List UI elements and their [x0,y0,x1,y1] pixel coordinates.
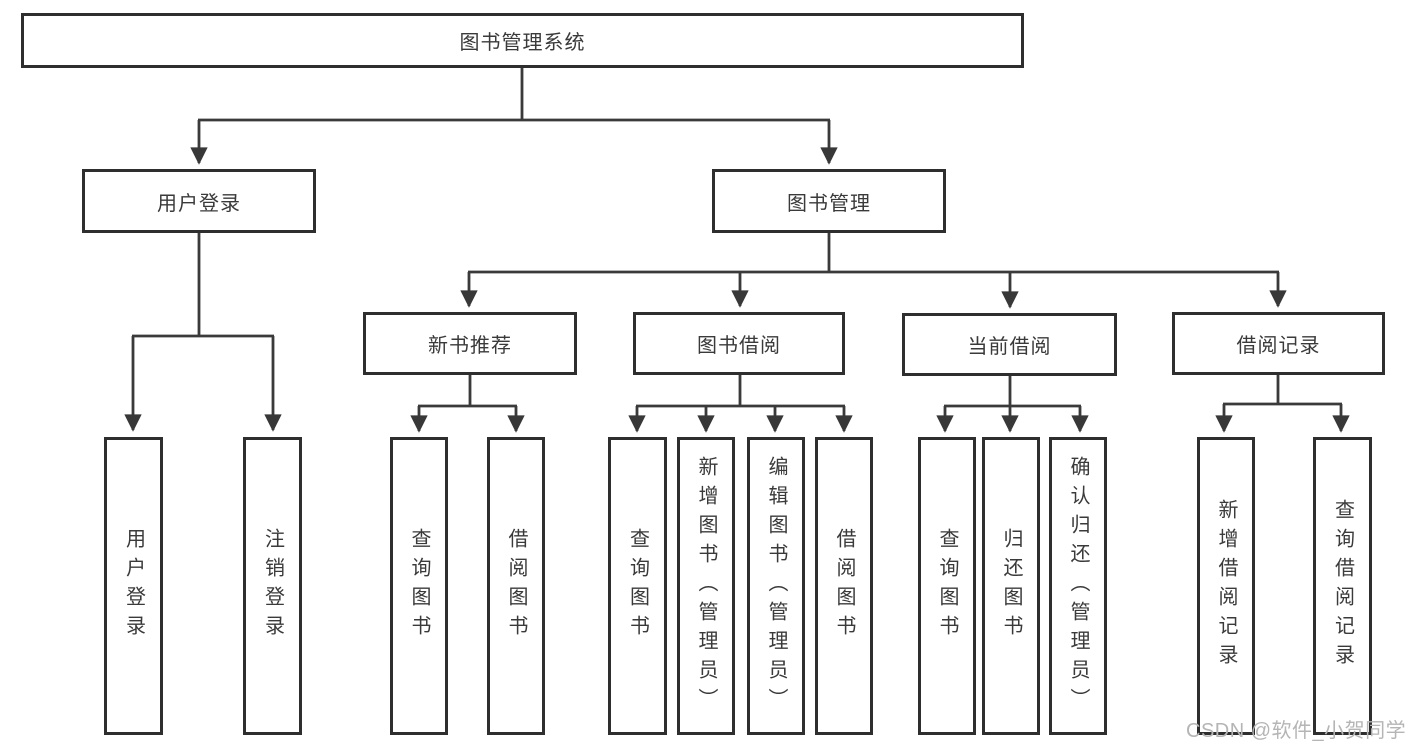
leaf-query-books-recommend-label: 查询图书 [408,528,430,644]
leaf-borrow-books: 借阅图书 [815,437,873,735]
leaf-edit-book-admin: 编辑图书（管理员） [747,437,805,735]
node-book-borrow: 图书借阅 [633,312,845,375]
leaf-add-book-admin: 新增图书（管理员） [677,437,735,735]
node-root-system: 图书管理系统 [21,13,1024,68]
leaf-add-borrow-record-label: 新增借阅记录 [1215,499,1237,673]
csdn-watermark: CSDN @软件_小贺同学 [1186,720,1405,742]
leaf-logout: 注销登录 [243,437,302,735]
leaf-user-login-label: 用户登录 [122,528,145,644]
leaf-query-borrow-record-label: 查询借阅记录 [1331,499,1354,673]
leaf-return-book-label: 归还图书 [1000,528,1022,644]
leaf-add-borrow-record: 新增借阅记录 [1197,437,1255,735]
node-user-login: 用户登录 [82,169,316,233]
leaf-query-borrow-record: 查询借阅记录 [1313,437,1372,735]
leaf-confirm-return-admin: 确认归还（管理员） [1049,437,1107,735]
leaf-edit-book-admin-label: 编辑图书（管理员） [765,455,787,717]
node-book-management: 图书管理 [712,169,946,233]
leaf-user-login: 用户登录 [104,437,163,735]
leaf-borrow-books-recommend: 借阅图书 [487,437,545,735]
leaf-add-book-admin-label: 新增图书（管理员） [695,455,717,717]
leaf-confirm-return-admin-label: 确认归还（管理员） [1067,455,1089,717]
leaf-query-books-current-label: 查询图书 [936,528,958,644]
leaf-borrow-books-recommend-label: 借阅图书 [505,528,527,644]
node-current-borrow: 当前借阅 [902,313,1117,376]
leaf-query-books-current: 查询图书 [918,437,976,735]
leaf-return-book: 归还图书 [982,437,1040,735]
leaf-query-books-borrow: 查询图书 [608,437,667,735]
leaf-logout-label: 注销登录 [261,528,284,644]
node-new-book-recommend: 新书推荐 [363,312,577,375]
leaf-query-books-borrow-label: 查询图书 [626,528,649,644]
leaf-borrow-books-label: 借阅图书 [833,528,855,644]
leaf-query-books-recommend: 查询图书 [390,437,448,735]
node-borrow-records: 借阅记录 [1172,312,1385,375]
